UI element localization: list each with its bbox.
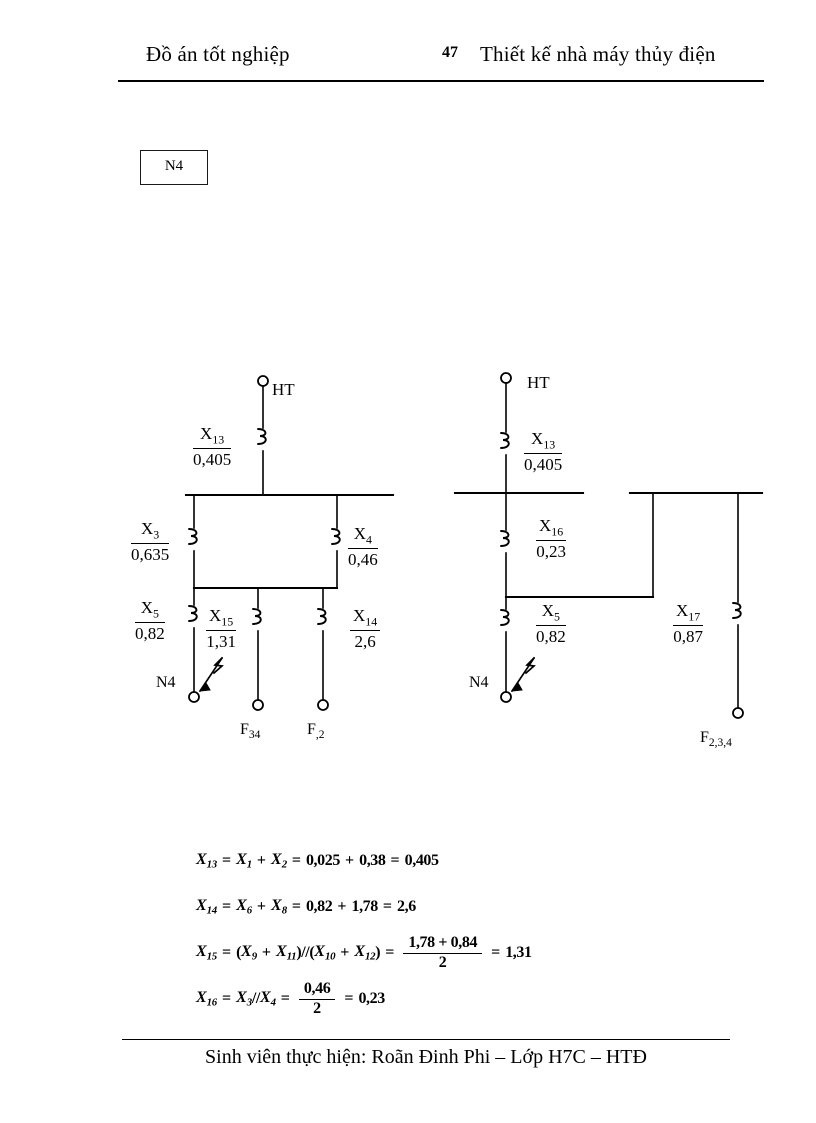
number: )	[375, 944, 381, 961]
section-label-text: N4	[164, 158, 184, 174]
operator: +	[256, 852, 267, 869]
operator: =	[280, 990, 290, 1007]
number: 0,405	[404, 852, 439, 869]
number: (	[236, 944, 242, 961]
operator: +	[337, 898, 347, 915]
right-source-label: HT	[527, 373, 550, 392]
left-reactor-x4	[331, 528, 341, 545]
operator: +	[261, 944, 271, 961]
operator: =	[221, 944, 232, 961]
left-reactor-x5	[188, 605, 198, 622]
right-source-terminal	[500, 372, 512, 384]
header-left-title: Đồ án tốt nghiệp	[146, 42, 290, 66]
variable: X8	[271, 896, 287, 917]
number: 0,38	[359, 852, 386, 869]
right-reactor-x13	[500, 432, 510, 449]
number: 0,23	[358, 990, 385, 1007]
left-source-label: HT	[272, 380, 295, 399]
operator: =	[491, 944, 501, 961]
operator: =	[385, 944, 395, 961]
operator: =	[344, 990, 354, 1007]
left-branch-x15-label: X15 1,31	[206, 606, 237, 652]
operator: =	[221, 852, 232, 869]
number: 2,6	[397, 898, 416, 915]
left-branch-x14-label: X14 2,6	[350, 606, 381, 652]
left-source-terminal	[257, 375, 269, 387]
operator: =	[291, 898, 301, 915]
number: 0,025	[305, 852, 340, 869]
left-terminal-f2-label: F,2	[307, 721, 325, 742]
left-f34-terminal	[252, 699, 264, 711]
right-fault-label: N4	[469, 674, 489, 691]
left-terminal-f34-label: F34	[240, 721, 261, 742]
variable: X2	[271, 850, 287, 871]
left-branch-x3-label: X3 0,635	[131, 519, 170, 565]
left-reactor-x3	[188, 528, 198, 545]
right-reactor-x16	[500, 530, 510, 547]
operator: =	[221, 898, 232, 915]
variable: X6	[236, 896, 252, 917]
right-branch-x17-label: X17 0,87	[673, 601, 704, 647]
variable: X12	[354, 942, 376, 963]
variable: X3	[236, 988, 252, 1009]
left-fault-arrow	[198, 656, 224, 693]
left-branch-x5-label: X5 0,82	[135, 598, 165, 644]
number: )//(	[296, 944, 315, 961]
left-fault-label: N4	[156, 674, 176, 691]
operator: =	[382, 898, 393, 915]
variable: X15	[196, 942, 217, 963]
right-branch-x5-label: X5 0,82	[536, 601, 566, 647]
number: 0,82	[305, 898, 333, 915]
left-branch-x4-label: X4 0,46	[348, 524, 378, 570]
header-divider	[118, 80, 764, 82]
variable: X4	[259, 988, 276, 1009]
page-header: Đồ án tốt nghiệp 47 Thiết kế nhà máy thủ…	[118, 42, 715, 80]
variable: X13	[196, 850, 217, 871]
variable: X14	[196, 896, 217, 917]
number: 1,31	[505, 944, 532, 961]
left-branch-x13-label: X13 0,405	[193, 424, 232, 470]
left-reactor-x14	[317, 608, 327, 625]
right-branch-x16-label: X16 0,23	[536, 516, 567, 562]
operator: +	[344, 852, 355, 869]
formula-x13: X13=X1+X2=0,025+0,38=0,405	[196, 838, 676, 884]
operator: =	[291, 852, 301, 869]
left-reactor-x15	[252, 608, 262, 625]
number: 1,78	[351, 898, 378, 915]
page-footer: Sinh viên thực hiện: Roãn Đinh Phi – Lớp…	[205, 1046, 647, 1068]
right-reactor-x5	[500, 609, 510, 626]
footer-divider	[122, 1039, 730, 1040]
header-right-title: Thiết kế nhà máy thủy điện	[480, 42, 716, 66]
variable: X11	[275, 942, 297, 963]
operator: +	[340, 944, 350, 961]
right-fault-arrow	[510, 656, 536, 693]
right-f234-terminal	[732, 707, 744, 719]
right-n4-terminal	[500, 691, 512, 703]
variable: X1	[236, 850, 252, 871]
section-label-box: N4	[140, 150, 208, 185]
left-n4-terminal	[188, 691, 200, 703]
variable: X16	[196, 988, 217, 1009]
left-reactor-x13	[257, 428, 267, 445]
operator: =	[390, 852, 400, 869]
left-f2-terminal	[317, 699, 329, 711]
right-reactor-x17	[732, 602, 742, 619]
operator: =	[221, 990, 232, 1007]
variable: X10	[314, 942, 336, 963]
number: //	[251, 990, 260, 1007]
right-branch-x13-label: X13 0,405	[524, 429, 563, 475]
formula-x14: X14=X6+X8=0,82+1,78=2,6	[196, 884, 676, 930]
variable: X9	[241, 942, 257, 963]
right-terminal-f234-label: F2,3,4	[700, 729, 732, 750]
operator: +	[256, 898, 267, 915]
page-number: 47	[442, 44, 458, 61]
